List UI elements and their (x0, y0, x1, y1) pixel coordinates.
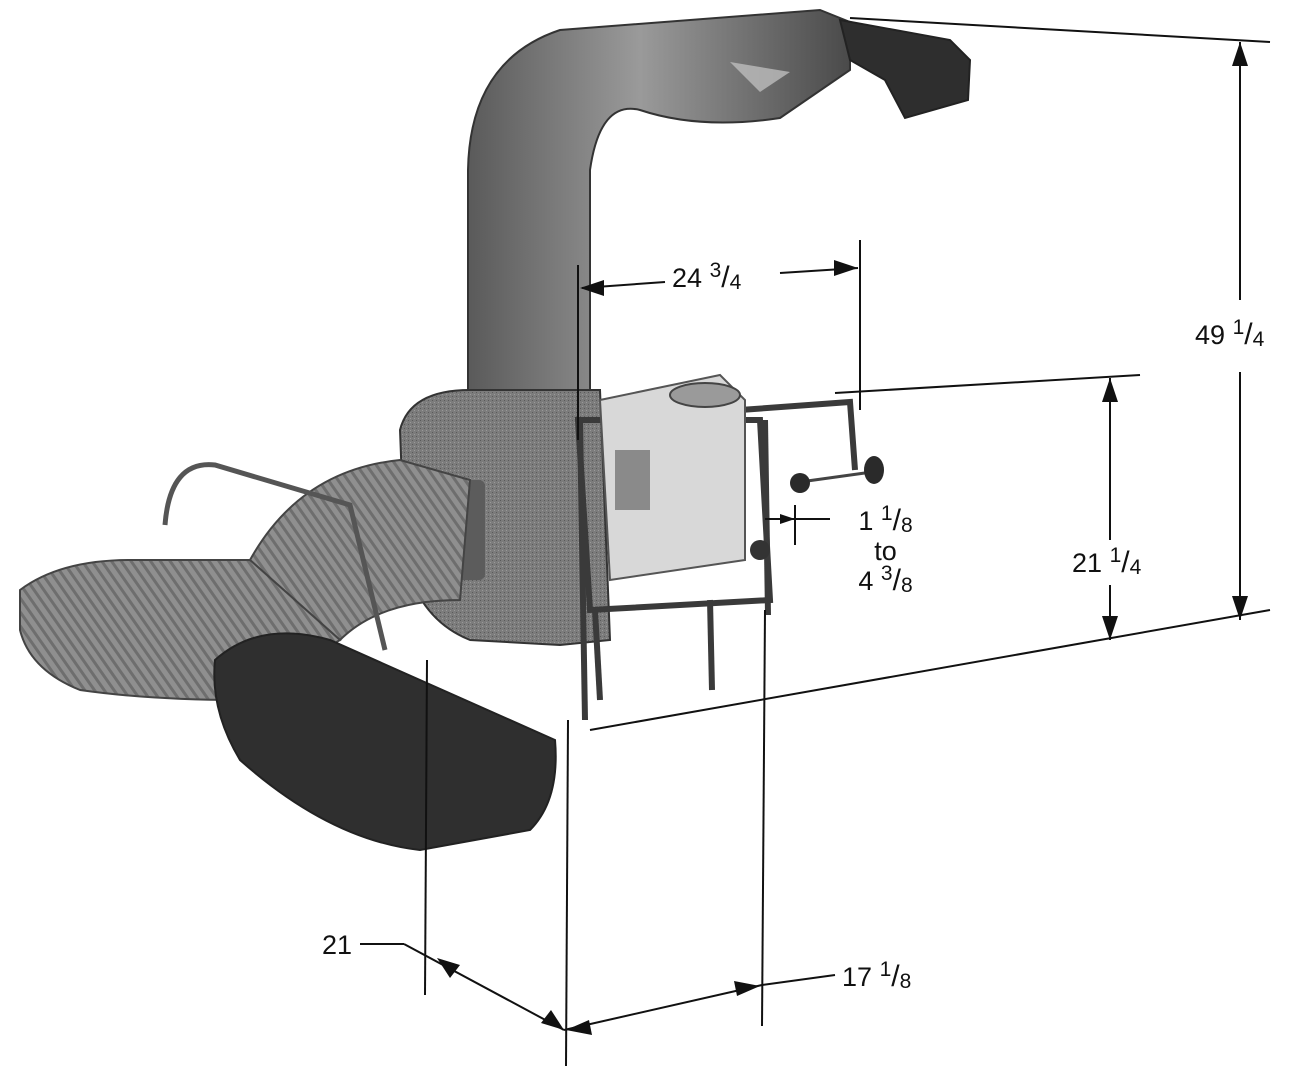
dimension-lines (360, 17, 1271, 1066)
dimension-arrows (437, 42, 1248, 1035)
brand-emblem (730, 62, 790, 92)
frame-width-label: 24 3/4 (672, 259, 742, 294)
frame-depth-label: 17 1/8 (842, 958, 912, 993)
adjust-min-label: 1 1/8 (858, 502, 913, 537)
flex-hose (19, 458, 557, 852)
hose-handle (162, 462, 388, 651)
adjuster-knob (790, 456, 884, 493)
discharge-pipe (467, 8, 972, 421)
hose-width-label: 21 (322, 930, 353, 960)
adjust-range-label: 1 1/8 to 4 3/8 (838, 502, 933, 597)
overall-height-label: 49 1/4 (1195, 316, 1265, 351)
frame-height-label: 21 1/4 (1072, 544, 1142, 579)
adjust-max-label: 4 3/8 (858, 561, 913, 597)
engine (598, 373, 770, 582)
adjust-to-word: to (874, 535, 897, 566)
